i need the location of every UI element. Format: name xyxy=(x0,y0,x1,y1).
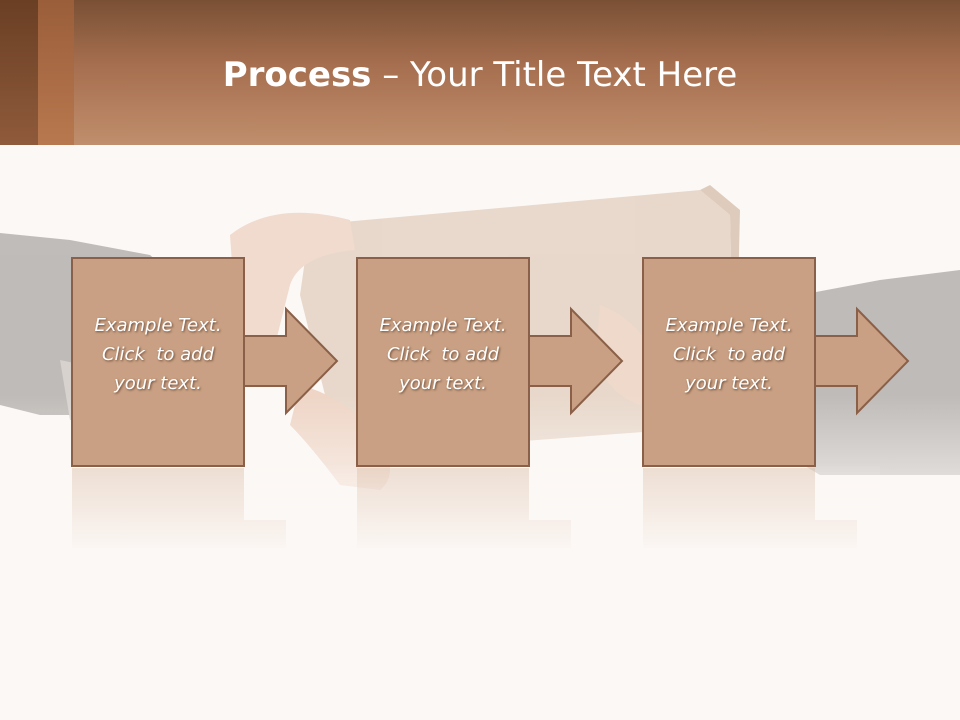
step-2-text[interactable]: Example Text. Click to add your text. xyxy=(357,311,529,398)
reflection xyxy=(60,466,880,552)
step-text-line: Example Text. xyxy=(94,315,222,336)
step-box xyxy=(642,257,816,467)
title-bold: Process xyxy=(222,55,372,95)
arrow-right-icon xyxy=(243,306,339,416)
step-box xyxy=(71,257,245,467)
arrow-right-icon xyxy=(814,306,910,416)
slide-title[interactable]: Process – Your Title Text Here xyxy=(0,50,960,100)
process-step-1[interactable] xyxy=(71,257,339,467)
step-text-line: Click to add xyxy=(672,344,785,365)
header-accent-stripe xyxy=(38,0,74,145)
step-text-line: your text. xyxy=(399,373,487,394)
title-rest: – Your Title Text Here xyxy=(371,55,738,95)
step-text-line: your text. xyxy=(114,373,202,394)
process-step-2[interactable] xyxy=(356,257,624,467)
step-3-text[interactable]: Example Text. Click to add your text. xyxy=(643,311,815,398)
step-box xyxy=(356,257,530,467)
step-1-text[interactable]: Example Text. Click to add your text. xyxy=(72,311,244,398)
title-bar xyxy=(0,0,960,145)
header-accent-stripe xyxy=(0,0,38,145)
step-text-line: your text. xyxy=(685,373,773,394)
step-text-line: Example Text. xyxy=(379,315,507,336)
process-step-3[interactable] xyxy=(642,257,910,467)
arrow-right-icon xyxy=(528,306,624,416)
step-text-line: Click to add xyxy=(386,344,499,365)
step-text-line: Click to add xyxy=(101,344,214,365)
step-text-line: Example Text. xyxy=(665,315,793,336)
